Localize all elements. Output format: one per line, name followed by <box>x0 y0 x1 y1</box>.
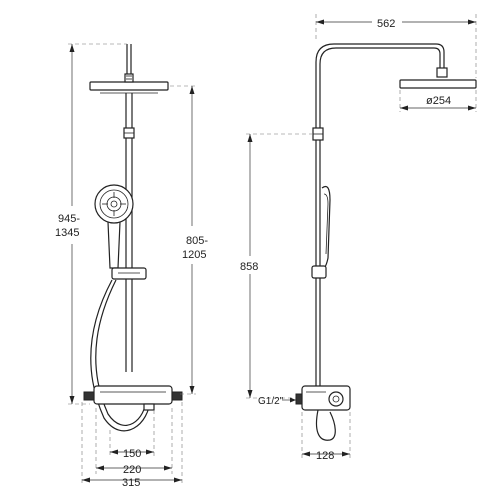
dim-overall-height: 945- 1345 <box>55 43 127 405</box>
side-hose <box>315 409 336 441</box>
dim-label-head-height-bottom: 1205 <box>182 249 206 261</box>
dim-label-diameter: ø254 <box>426 95 451 107</box>
dim-depth: 128 <box>301 412 351 462</box>
dim-label-128: 128 <box>316 450 334 462</box>
front-hand-shower <box>94 184 134 269</box>
side-column-arm <box>312 43 448 388</box>
front-rain-head <box>89 73 169 94</box>
dim-inlet-thread: G1/2" <box>258 396 296 407</box>
side-mixer-body <box>295 385 351 411</box>
dim-label-562: 562 <box>377 18 395 30</box>
dim-head-height: 805- 1205 <box>170 85 208 395</box>
side-rain-head <box>399 79 477 89</box>
front-hose <box>90 279 151 432</box>
front-view: 945- 1345 805- 1205 150 <box>55 43 208 489</box>
dim-label-overall-height-bottom: 1345 <box>55 227 79 239</box>
dim-label-858: 858 <box>240 261 258 273</box>
front-column-pipe <box>123 44 135 372</box>
dim-label-thread: G1/2" <box>258 396 284 407</box>
dim-arm-reach: 562 <box>315 14 477 78</box>
side-hand-shower <box>311 185 331 279</box>
dim-front-widths: 150 220 315 <box>81 402 183 489</box>
side-view: 562 ø254 858 G1/2" <box>240 14 477 462</box>
dim-label-head-height-top: 805- <box>186 235 208 247</box>
dim-head-diameter: ø254 <box>399 90 477 112</box>
dim-label-overall-height-top: 945- <box>58 213 80 225</box>
dim-inlet-height: 858 <box>240 133 312 399</box>
front-slider-bracket <box>111 267 147 280</box>
dim-label-315: 315 <box>122 477 140 489</box>
dim-label-150: 150 <box>123 448 141 460</box>
dim-label-220: 220 <box>123 464 141 476</box>
front-thermostat-body <box>83 385 183 411</box>
